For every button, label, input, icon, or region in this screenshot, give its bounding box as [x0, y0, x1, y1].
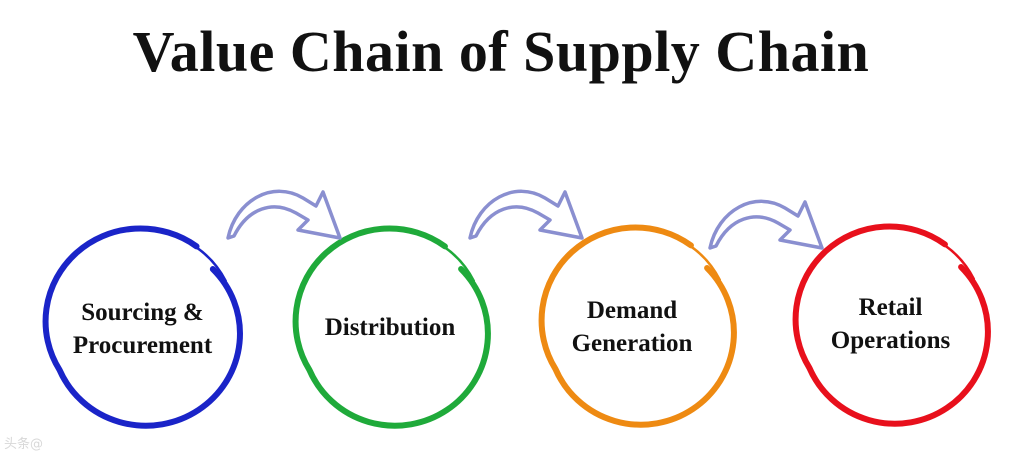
circle-sourcing-procurement-brush-tail	[184, 239, 227, 283]
circle-demand-generation	[538, 224, 737, 428]
arrow-sourcing-to-distribution-icon	[226, 189, 342, 240]
circle-retail-operations-brush-tail	[933, 237, 976, 281]
arrow-demand-to-retail-icon	[708, 199, 824, 250]
watermark: 头条@	[4, 436, 43, 452]
circle-sourcing-procurement	[42, 225, 243, 429]
stage-label-sourcing-procurement: Sourcing & Procurement	[72, 299, 213, 359]
diagram-title: Value Chain of Supply Chain	[132, 19, 870, 84]
circle-demand-generation-brush-tail	[679, 238, 722, 282]
arrow-distribution-to-demand-icon	[468, 189, 584, 240]
stage-label-distribution: Distribution	[324, 314, 456, 341]
circle-distribution-brush-tail	[433, 239, 476, 283]
stage-label-demand-generation: Demand Generation	[571, 297, 693, 357]
circle-distribution	[292, 225, 491, 429]
circle-retail-operations	[792, 223, 991, 427]
stage-label-retail-operations: Retail Operations	[830, 294, 951, 354]
